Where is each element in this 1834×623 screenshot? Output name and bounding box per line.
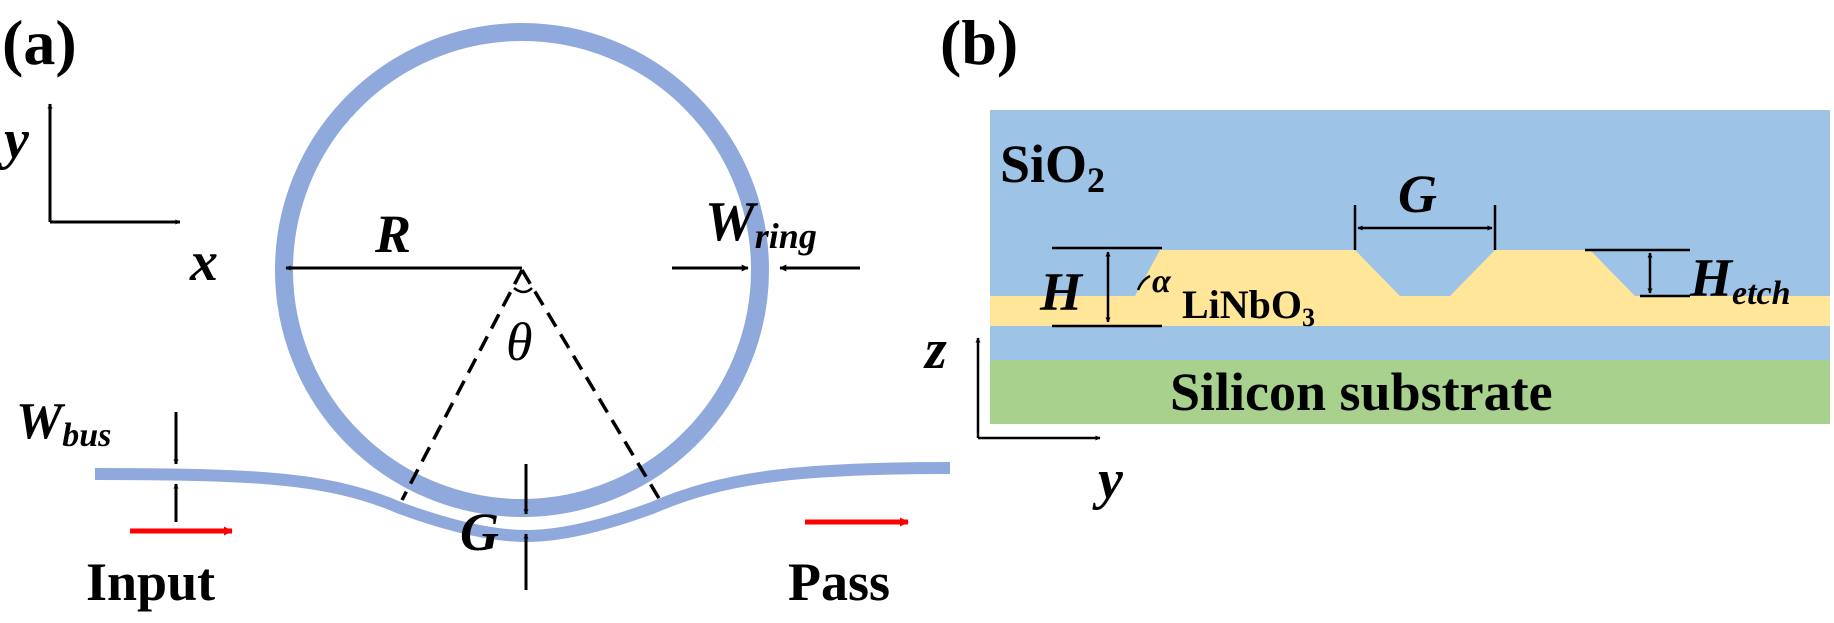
angle-label: θ <box>506 312 533 372</box>
x-axis-label: x <box>189 231 218 293</box>
gap-label-b: G <box>1398 164 1437 224</box>
ring-width-annotation: Wring <box>672 191 860 272</box>
height-annotation: H <box>1039 246 1162 328</box>
silicon-substrate <box>990 360 1830 424</box>
substrate-label: Silicon substrate <box>1170 362 1553 422</box>
ring-waveguide <box>275 23 769 517</box>
ring-width-label: Wring <box>705 191 817 256</box>
y-axis-label-b: y <box>1092 449 1124 511</box>
panel-b-label: (b) <box>940 7 1018 78</box>
coupling-angle-annotation: θ <box>400 269 662 501</box>
bus-width-annotation: Wbus <box>16 393 179 522</box>
etch-height-label: Hetch <box>1689 248 1791 312</box>
axes-b: z y <box>923 319 1124 511</box>
input-label: Input <box>86 552 215 612</box>
sio2-label: SiO2 <box>1000 134 1105 200</box>
alpha-arc <box>1136 274 1151 291</box>
gap-label-a: G <box>460 502 499 562</box>
alpha-label: α <box>1152 263 1172 300</box>
angle-line-right <box>520 269 662 501</box>
bus-width-label: Wbus <box>16 393 111 454</box>
panel-a-label: (a) <box>2 7 77 78</box>
height-label: H <box>1039 262 1084 322</box>
gap-annotation-a: G <box>460 464 529 590</box>
z-axis-label: z <box>923 319 947 381</box>
panel-b: (b) Silicon substrate SiO2 LiNbO3 H α <box>923 7 1830 511</box>
axes-a: y x <box>0 103 218 293</box>
linbo3-film <box>990 250 1830 326</box>
y-axis-label: y <box>0 109 30 171</box>
angle-line-left <box>400 269 524 501</box>
angle-arc <box>513 286 533 294</box>
etch-height-annotation: Hetch <box>1585 248 1791 312</box>
radius-label: R <box>374 204 411 264</box>
gap-annotation-b: G <box>1353 164 1497 250</box>
panel-a: (a) y x R Wring θ <box>0 7 951 612</box>
pass-label: Pass <box>788 552 890 612</box>
linbo3-label: LiNbO3 <box>1182 282 1315 332</box>
